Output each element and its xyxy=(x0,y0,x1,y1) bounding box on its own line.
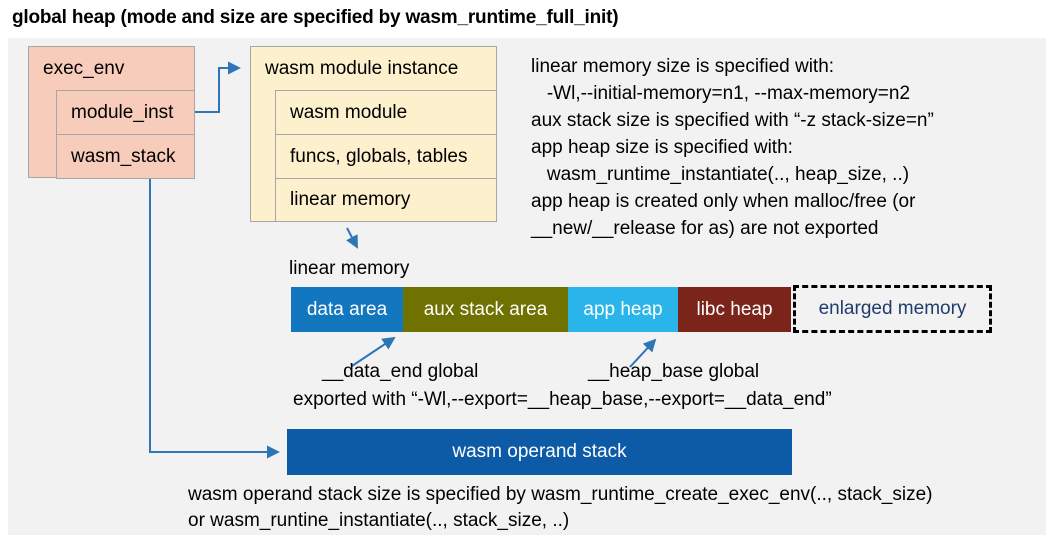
note-line: wasm operand stack size is specified by … xyxy=(188,484,933,505)
note-line: or wasm_runtine_instantiate(.., stack_si… xyxy=(188,510,570,531)
aux-stack-area-segment: aux stack area xyxy=(403,287,568,332)
note-line: app heap size is specified with: xyxy=(531,137,793,158)
diagram-title: global heap (mode and size are specified… xyxy=(12,7,619,28)
wasm-stack-box: wasm_stack xyxy=(56,134,195,179)
note-line: app heap is created only when malloc/fre… xyxy=(531,191,916,212)
enlarged-memory-segment: enlarged memory xyxy=(793,285,992,333)
data-area-segment: data area xyxy=(291,287,403,332)
note-line: -Wl,--initial-memory=n1, --max-memory=n2 xyxy=(531,83,911,104)
exec-env-label: exec_env xyxy=(43,58,125,79)
size-notes: linear memory size is specified with: -W… xyxy=(531,53,1046,242)
funcs-globals-tables-box: funcs, globals, tables xyxy=(275,134,497,179)
note-line: __new/__release for as) are not exported xyxy=(531,218,879,239)
note-line: aux stack size is specified with “-z sta… xyxy=(531,110,934,131)
export-flags-label: exported with “-Wl,--export=__heap_base,… xyxy=(293,389,832,410)
libc-heap-segment: libc heap xyxy=(678,287,791,332)
module-inst-box: module_inst xyxy=(56,90,195,135)
exec-env-box: exec_env module_inst wasm_stack xyxy=(28,46,195,179)
linear-memory-box: linear memory xyxy=(275,178,497,222)
wasm-module-instance-label: wasm module instance xyxy=(265,58,459,79)
wasm-operand-stack-bar: wasm operand stack xyxy=(287,429,792,475)
wasm-module-box: wasm module xyxy=(275,90,497,135)
heap-base-global-label: __heap_base global xyxy=(588,361,760,382)
app-heap-segment: app heap xyxy=(568,287,678,332)
wasm-module-instance-box: wasm module instance wasm module funcs, … xyxy=(250,46,497,222)
linear-memory-bar: data area aux stack area app heap libc h… xyxy=(291,287,791,332)
linear-memory-bar-label: linear memory xyxy=(289,258,410,279)
note-line: linear memory size is specified with: xyxy=(531,56,835,77)
data-end-global-label: __data_end global xyxy=(322,361,479,382)
note-line: wasm_runtime_instantiate(.., heap_size, … xyxy=(531,164,910,185)
operand-stack-note: wasm operand stack size is specified by … xyxy=(188,482,933,534)
